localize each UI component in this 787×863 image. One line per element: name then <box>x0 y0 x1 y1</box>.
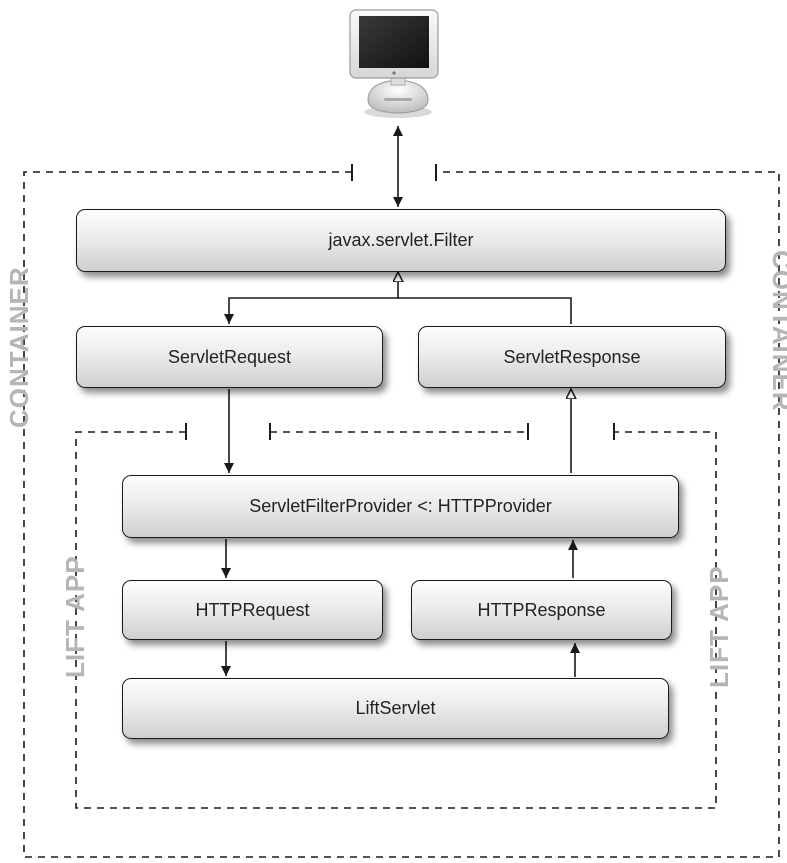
servlet-request-box[interactable]: ServletRequest <box>76 326 383 388</box>
servlet-response-box[interactable]: ServletResponse <box>418 326 726 388</box>
imac-computer-icon <box>349 9 439 118</box>
servlet-response-label: ServletResponse <box>503 346 641 367</box>
lift-app-label-left: LIFT APP <box>60 555 90 678</box>
lift-servlet-label: LiftServlet <box>355 698 436 718</box>
http-response-label: HTTPResponse <box>477 599 606 620</box>
filter-provider-label: ServletFilterProvider <: HTTPProvider <box>249 496 552 516</box>
servlet-request-label: ServletRequest <box>167 346 292 367</box>
arrow-response-to-filter <box>398 272 572 324</box>
http-response-box[interactable]: HTTPResponse <box>411 580 672 640</box>
lift-app-label-right: LIFT APP <box>704 565 734 688</box>
filter-box[interactable]: javax.servlet.Filter <box>76 209 726 272</box>
connector-arrows <box>221 126 580 677</box>
container-boundary-ticks <box>351 164 437 181</box>
filter-box-label: javax.servlet.Filter <box>328 230 474 250</box>
http-request-box[interactable]: HTTPRequest <box>122 580 383 640</box>
container-label-left: CONTAINER <box>4 266 34 428</box>
filter-provider-box[interactable]: ServletFilterProvider <: HTTPProvider <box>122 475 679 538</box>
arrow-filter-to-request <box>224 297 398 324</box>
lift-servlet-box[interactable]: LiftServlet <box>122 678 669 739</box>
lift-app-boundary <box>75 431 717 809</box>
http-request-label: HTTPRequest <box>195 599 310 620</box>
container-boundary <box>23 171 780 858</box>
lift-app-boundary-ticks <box>185 423 615 440</box>
container-label-right: CONTAINER <box>767 250 787 412</box>
